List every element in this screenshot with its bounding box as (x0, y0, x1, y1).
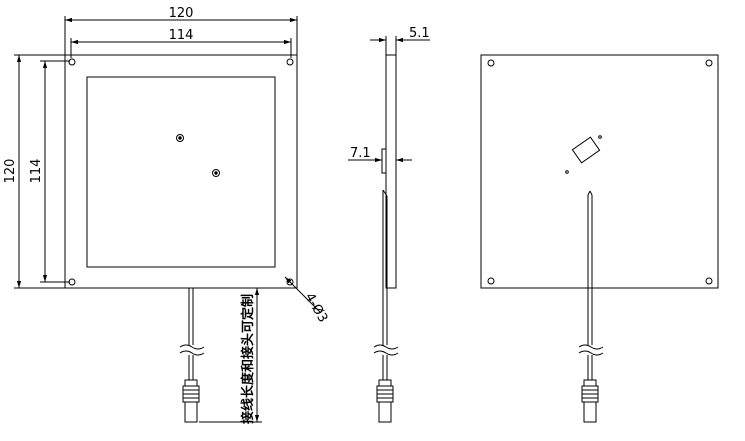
back-view (480, 54, 719, 423)
side-view (348, 36, 430, 423)
back-plate-outline (480, 54, 719, 289)
cable-length-note: 接线长度和接头可定制 (240, 294, 256, 424)
hole-callout: 4-Ø3 (302, 291, 331, 326)
back-cable (578, 190, 604, 423)
dim-inner-width: 114 (169, 28, 194, 43)
feed-point-icons (176, 134, 220, 177)
side-cable (373, 189, 399, 423)
dim-inner-height: 114 (29, 159, 44, 184)
patch-element (86, 76, 276, 268)
side-connector-tab (381, 148, 387, 174)
dim-outer-width: 120 (169, 6, 194, 21)
dim-thickness: 5.1 (409, 26, 430, 41)
front-cable (179, 288, 205, 423)
dim-outer-height: 120 (3, 159, 18, 184)
back-connector-pad (571, 136, 601, 164)
front-plate-outline (64, 54, 298, 289)
front-view (14, 16, 321, 423)
dim-connector-offset: 7.1 (350, 146, 371, 161)
mounting-hole-icons (68, 58, 294, 286)
back-mounting-hole-icons (487, 59, 713, 285)
